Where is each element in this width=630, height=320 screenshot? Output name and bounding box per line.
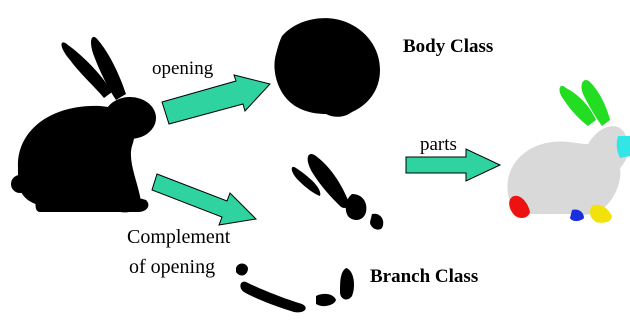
complement-label-line2: of opening bbox=[129, 256, 215, 279]
complement-label-line1: Complement bbox=[127, 226, 230, 249]
rabbit-branch-parts-icon bbox=[236, 154, 383, 312]
body-class-label: Body Class bbox=[403, 36, 493, 58]
rabbit-silhouette-icon bbox=[11, 37, 156, 213]
arrow-complement bbox=[152, 174, 256, 225]
rabbit-body-blob-icon bbox=[274, 18, 380, 117]
parts-label: parts bbox=[420, 134, 457, 156]
branch-class-label: Branch Class bbox=[370, 266, 478, 288]
opening-label: opening bbox=[152, 58, 213, 80]
rabbit-colored-parts-icon bbox=[507, 80, 630, 223]
arrow-opening bbox=[162, 75, 270, 124]
